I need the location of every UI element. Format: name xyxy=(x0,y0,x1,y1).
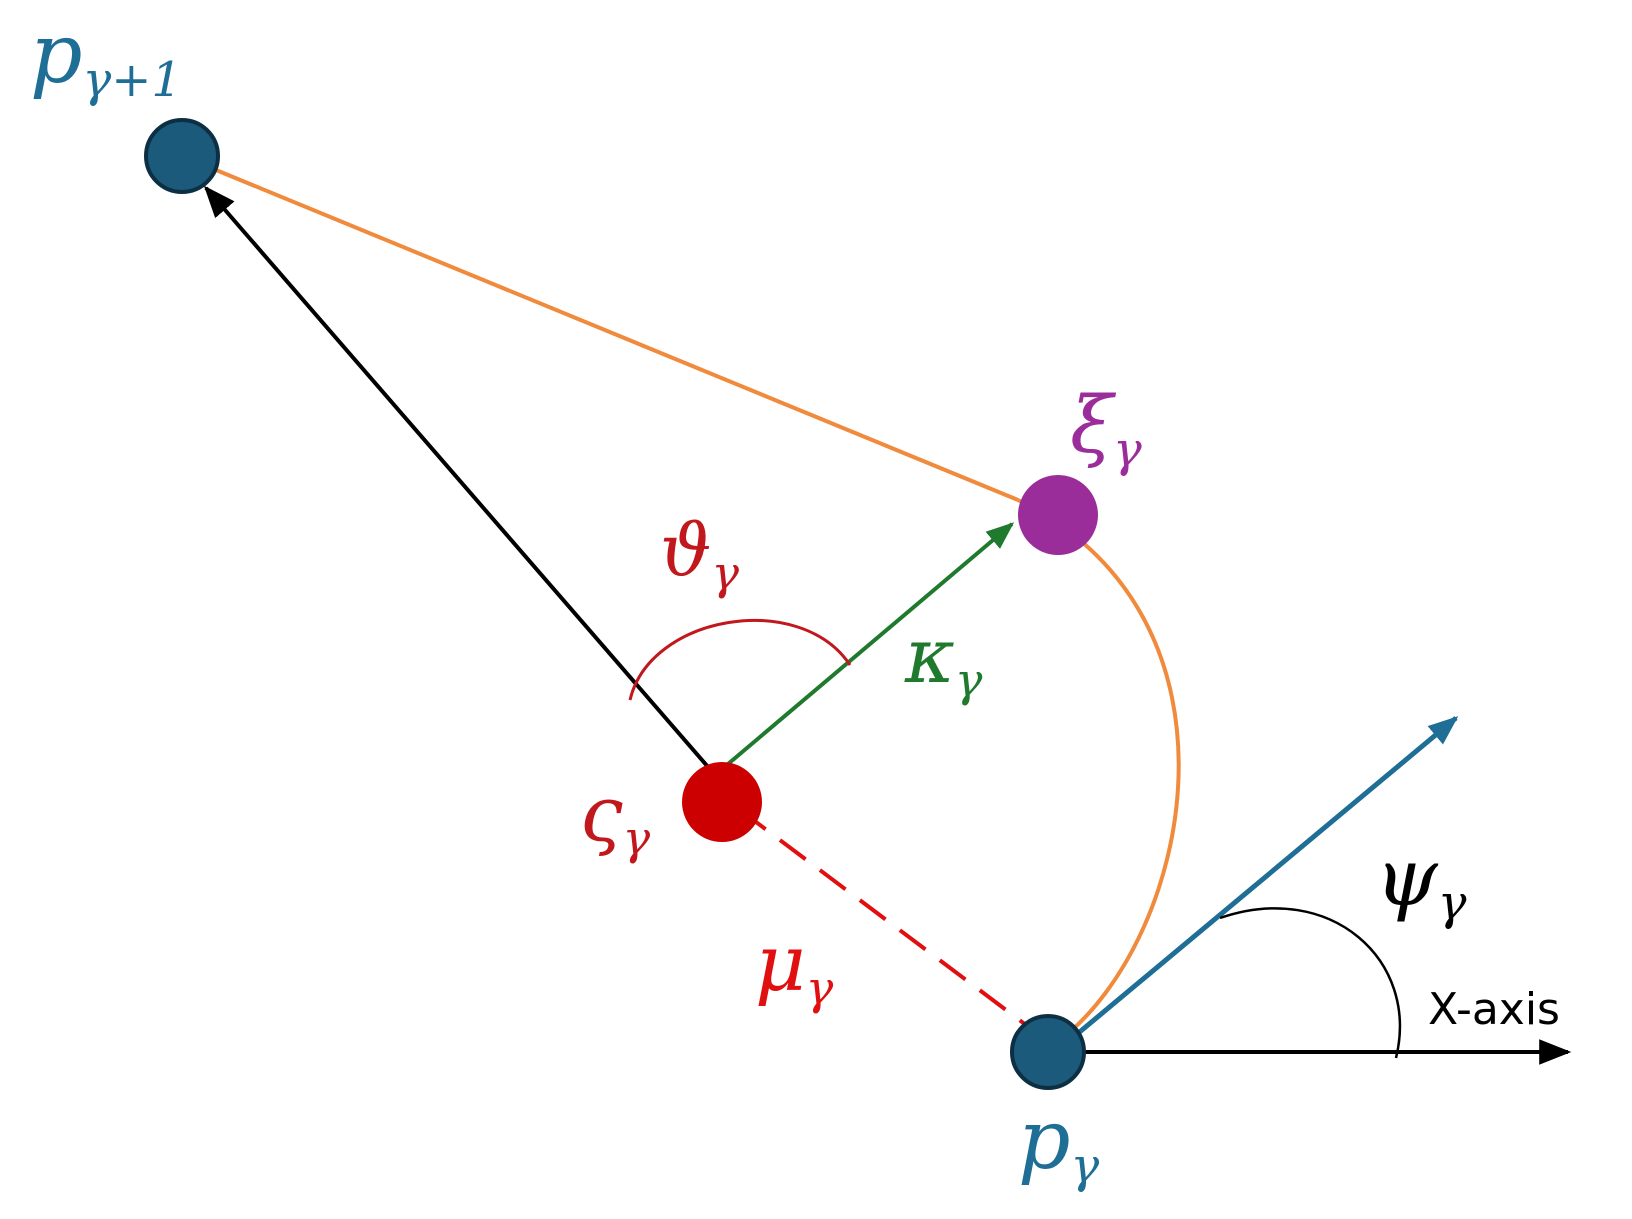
orange-segment xyxy=(181,154,1019,502)
mu-dashed-line xyxy=(738,808,1032,1030)
label-varsigma: ςγ xyxy=(580,769,651,865)
kappa-arrow xyxy=(713,522,1015,777)
point-p-next xyxy=(144,118,220,194)
point-varsigma xyxy=(682,762,762,842)
point-p-cur xyxy=(1010,1014,1086,1090)
label-xi: ξγ xyxy=(1070,381,1142,478)
point-xi xyxy=(1018,475,1098,555)
orange-arc xyxy=(1017,498,1181,1042)
label-theta: ϑγ xyxy=(660,508,739,600)
label-x-axis: X-axis xyxy=(1428,984,1560,1035)
label-mu: μγ xyxy=(755,919,834,1015)
black-arrow-to-p-next xyxy=(203,185,717,777)
psi-arc xyxy=(1219,907,1402,1059)
label-p-cur: pγ xyxy=(1018,1093,1100,1194)
heading-arrow xyxy=(1068,716,1459,1042)
label-p-next: pγ+1 xyxy=(30,7,182,108)
label-kappa: κγ xyxy=(904,611,983,707)
theta-arc xyxy=(628,618,852,701)
label-psi: ψγ xyxy=(1375,831,1467,931)
